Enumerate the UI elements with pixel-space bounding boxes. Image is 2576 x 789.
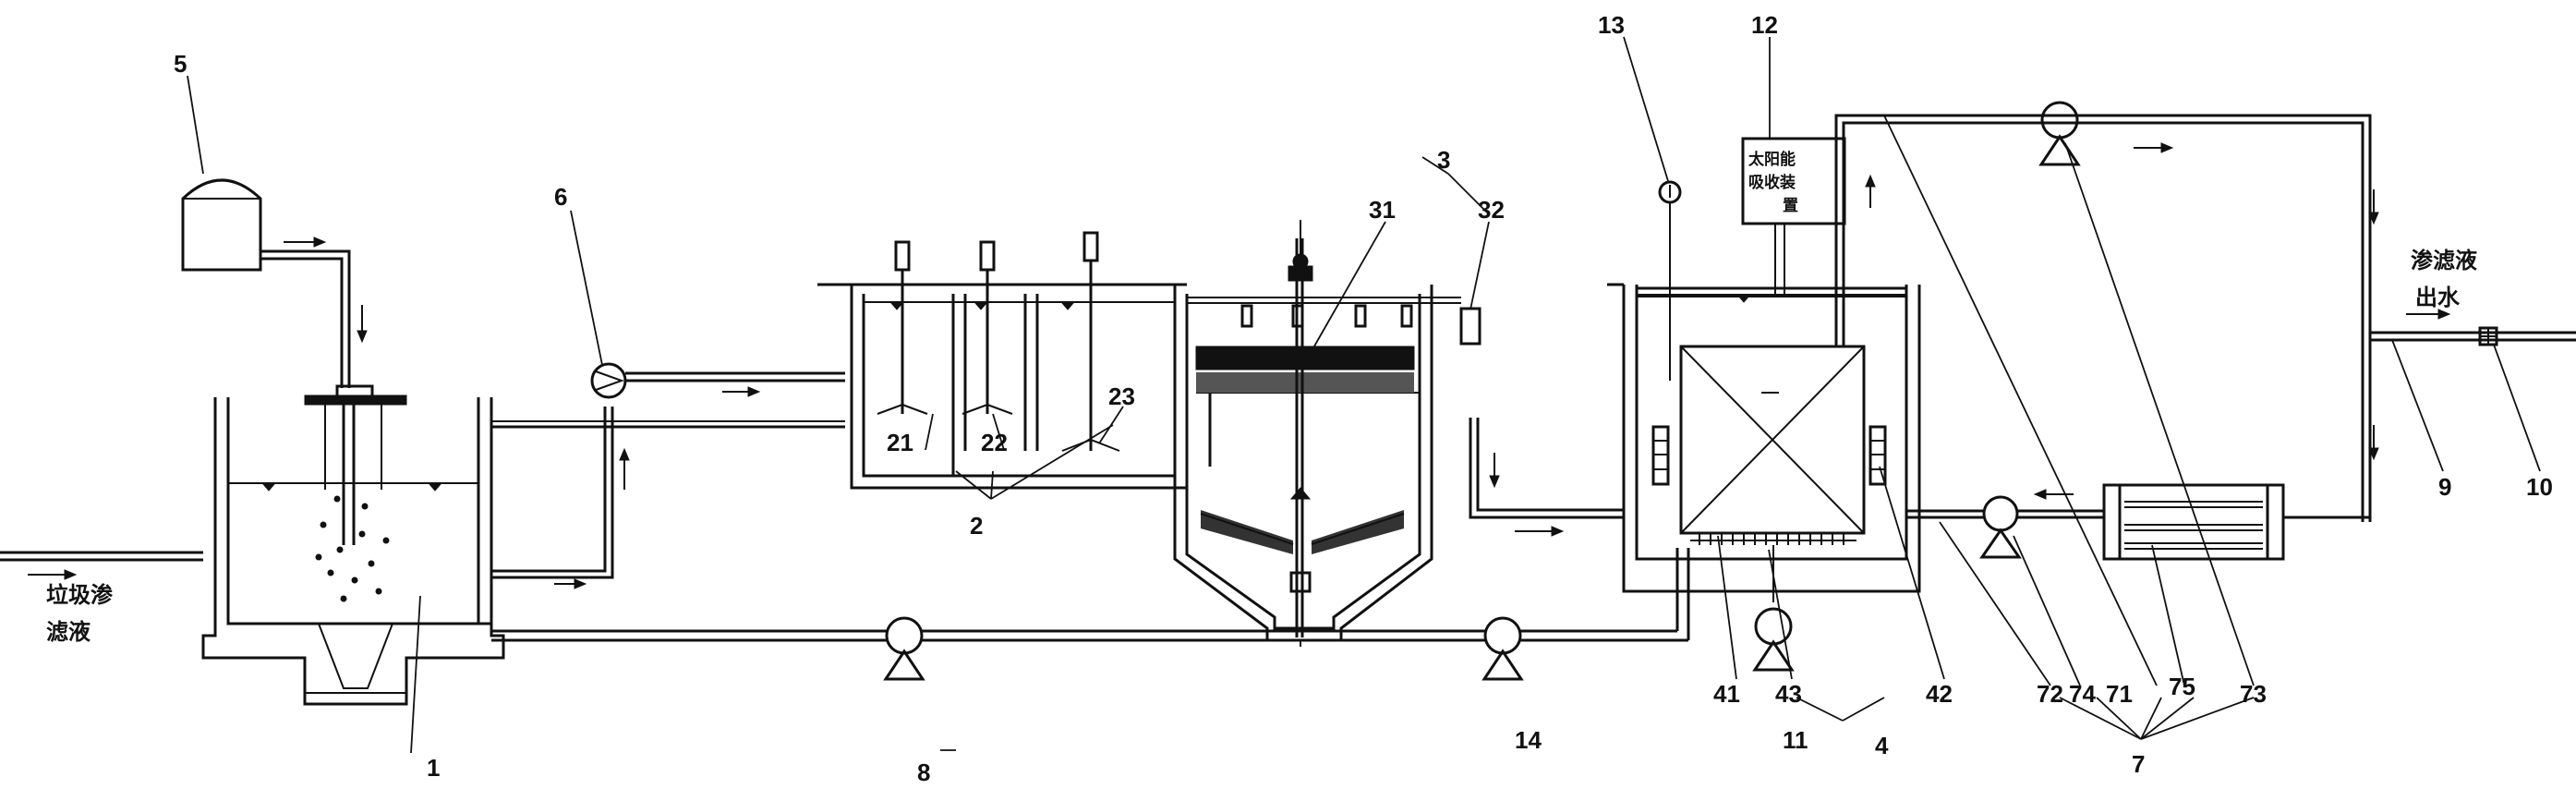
recirculation-loop [1834,114,2379,522]
label-6: 6 [554,183,567,211]
label-5: 5 [174,50,187,78]
label-31: 31 [1369,196,1396,224]
aeration-bubbles [315,495,390,602]
outlet-label-line2: 出水 [2415,285,2461,310]
inlet-label-line1: 垃圾渗 [46,582,114,608]
stirrer-21 [877,240,928,415]
inlet-pipe [0,551,203,580]
label-8: 8 [917,759,930,786]
pipe-tank1-to-pump6 [490,407,845,589]
label-74: 74 [2069,680,2096,708]
pump-6 [590,362,845,399]
pump-11 [1752,607,1795,672]
label-42: 42 [1926,680,1953,708]
solar-box-label-line3: 置 [1783,197,1798,214]
membrane-75 [2102,483,2370,561]
label-14: 14 [1515,726,1542,754]
inlet-label-line2: 滤液 [46,619,91,645]
solar-box-label-line1: 太阳能 [1748,150,1796,168]
label-21: 21 [887,429,913,456]
label-13: 13 [1598,11,1625,39]
pipe-tank3-to-reactor4 [1469,418,1624,537]
label-12: 12 [1751,11,1778,39]
leader-lines [187,36,2541,754]
valve-10 [2478,326,2498,346]
label-9: 9 [2438,473,2451,501]
reactor-4 [1607,137,1921,602]
label-23: 23 [1108,382,1135,410]
tank-1 [201,384,505,706]
outlet-label-line1: 渗滤液 [2411,248,2477,273]
label-10: 10 [2526,473,2553,501]
label-11: 11 [1783,726,1808,754]
label-43: 43 [1775,680,1802,708]
stirrer-22 [961,240,1013,415]
bottom-return-line [491,548,1690,642]
label-1: 1 [427,754,440,782]
pump-73 [2038,101,2081,166]
pump-8 [883,616,925,681]
label-71: 71 [2106,680,2133,708]
label-4: 4 [1875,732,1889,759]
label-22: 22 [981,429,1008,456]
pipe-72 [1906,489,2104,519]
label-7: 7 [2132,750,2145,778]
label-72: 72 [2037,680,2063,708]
electrode-module-41 [1679,345,1866,535]
solar-box-label-line2: 吸收装 [1748,173,1796,191]
label-32: 32 [1478,196,1505,224]
sludge-blades [1200,510,1405,554]
stirrer-23 [1061,231,1120,452]
pump-14 [1482,616,1524,681]
label-73: 73 [2240,680,2267,708]
filter-media-31 [1195,346,1415,393]
reactor-2 [817,231,1187,490]
outlet-pipe-9 [2370,309,2576,342]
tank-3 [1173,220,1482,647]
label-2: 2 [970,512,983,540]
label-3: 3 [1437,146,1450,174]
label-75: 75 [2169,673,2195,700]
pump-74 [1979,495,2022,559]
dosing-tank-5 [181,178,368,388]
label-41: 41 [1713,680,1740,708]
